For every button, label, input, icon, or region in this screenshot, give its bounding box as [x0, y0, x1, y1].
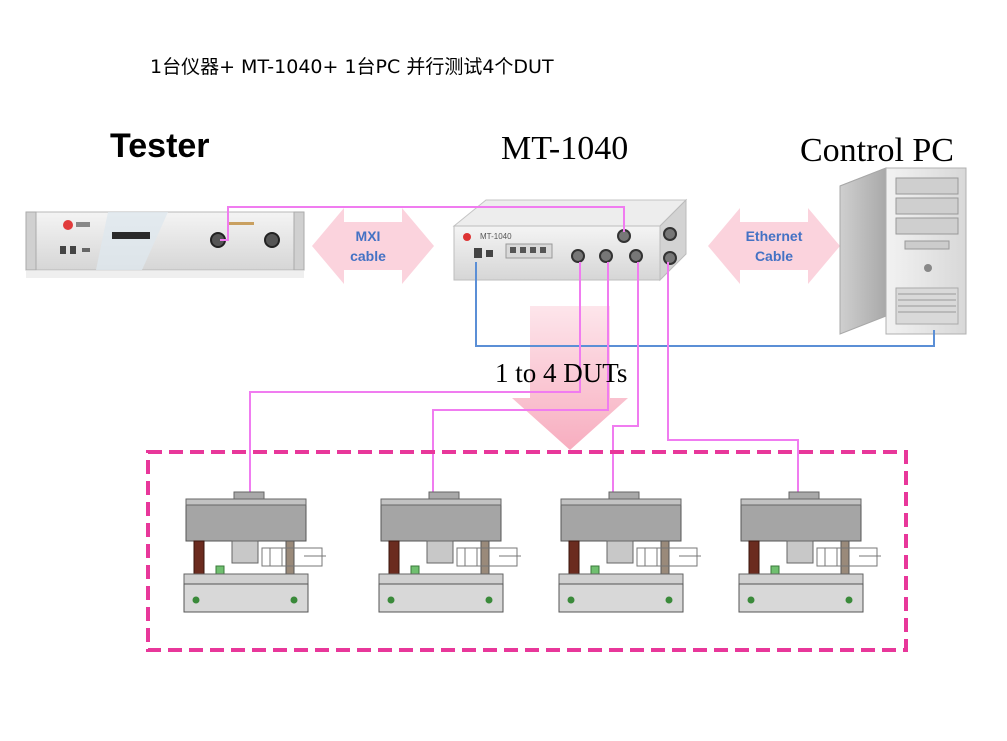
dut-fixture-3 [558, 491, 701, 613]
mxi-cable-arrow [312, 208, 434, 284]
ethernet-cable-label: Ethernet Cable [714, 226, 834, 266]
dut3-signal-line [612, 262, 639, 495]
dut1-signal-line [249, 262, 581, 495]
control-pc-label: Control PC [800, 132, 954, 169]
ethernet-cable-label-line2: Cable [754, 248, 794, 264]
mt1040-front-label: MT-1040 [480, 232, 512, 241]
dut-fixture-4 [738, 491, 881, 613]
mxi-cable-label-line2: cable [350, 248, 386, 264]
dut-fixture-1 [183, 491, 326, 613]
dut-group-border [146, 450, 908, 652]
mxi-cable-label: MXI cable [318, 226, 418, 266]
tester-instrument [25, 211, 305, 278]
mt1040-device: MT-1040 [452, 198, 688, 282]
mxi-connection-line [220, 206, 625, 241]
mxi-cable-label-line1: MXI [355, 228, 381, 244]
dut-down-arrow [512, 306, 628, 450]
ethernet-cable-arrow [708, 208, 840, 284]
dut4-signal-line [667, 262, 799, 495]
ethernet-cable-label-line1: Ethernet [745, 228, 803, 244]
dut-fixtures [183, 491, 881, 613]
duts-label: 1 to 4 DUTs [495, 358, 628, 388]
slide-title: 1台仪器+ MT-1040+ 1台PC 并行测试4个DUT [150, 56, 554, 78]
tester-label: Tester [110, 127, 210, 165]
mt1040-label: MT-1040 [501, 130, 629, 167]
control-pc-tower [839, 167, 967, 335]
dut-fixture-2 [378, 491, 521, 613]
ethernet-connection-line [475, 262, 935, 347]
